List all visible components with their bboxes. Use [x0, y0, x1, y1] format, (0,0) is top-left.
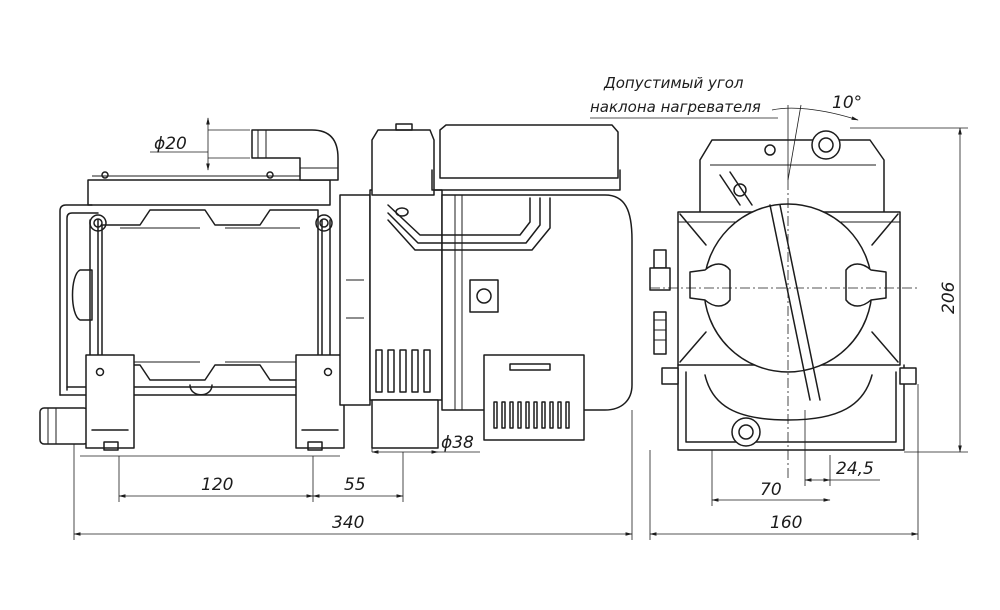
dim-340-label: 340 — [332, 513, 364, 533]
combustion-chamber — [339, 189, 443, 449]
tilt-angle: 10° — [771, 93, 862, 181]
top-bracket — [87, 171, 331, 206]
lower-frame — [661, 364, 917, 451]
end-view: 10° Допустимый угол наклона нагревателя … — [590, 74, 968, 540]
note-line2: наклона нагревателя — [590, 98, 761, 116]
dim-160: 160 — [649, 384, 919, 540]
dim-120-label: 120 — [201, 475, 233, 495]
electronics-box — [483, 354, 585, 441]
dim-206: 206 — [850, 127, 968, 453]
fuel-lines — [387, 197, 551, 251]
top-pipe — [811, 130, 841, 160]
side-view: ϕ20 ϕ38 120 55 340 — [39, 117, 633, 540]
coolant-inlet-pipe — [251, 129, 339, 181]
side-bolt — [649, 249, 671, 355]
dia-20-leader: ϕ20 — [150, 117, 250, 171]
dim-24-5: 24,5 — [804, 410, 880, 486]
note-line1: Допустимый угол — [603, 74, 744, 92]
cooling-fins — [375, 349, 431, 393]
top-housing — [699, 139, 885, 216]
dia-38-leader: ϕ38 — [371, 433, 480, 454]
control-unit — [371, 123, 621, 196]
dim-120-55: 120 55 — [118, 452, 404, 502]
tilt-note: Допустимый угол наклона нагревателя — [590, 74, 778, 119]
dim-340: 340 — [73, 410, 633, 540]
dim-70-label: 70 — [760, 480, 782, 500]
feet — [80, 354, 345, 457]
dia-20-label: ϕ20 — [154, 134, 187, 154]
dim-160-label: 160 — [770, 513, 802, 533]
dim-24-5-label: 24,5 — [836, 459, 874, 479]
coolant-outlet-stub — [39, 407, 89, 445]
dim-55-label: 55 — [344, 475, 366, 495]
angle-10-label: 10° — [832, 93, 862, 113]
dia-38-label: ϕ38 — [441, 433, 474, 453]
dim-70: 70 — [711, 450, 831, 506]
dim-206-label: 206 — [939, 281, 959, 314]
